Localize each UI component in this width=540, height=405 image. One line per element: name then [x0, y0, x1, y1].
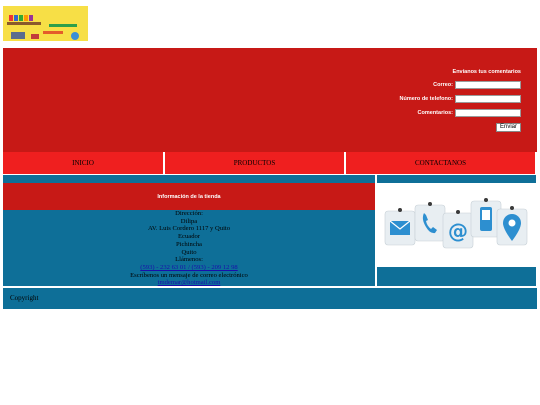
feedback-form-title: Envíanos tus comentarios — [452, 69, 521, 75]
nav-item-productos[interactable]: PRODUCTOS — [165, 152, 344, 174]
phone-field[interactable] — [455, 94, 521, 103]
mobile-phone-icon — [470, 198, 502, 238]
footer: Copyright — [3, 288, 537, 309]
street-address: AV. Luis Cordero 1117 y Quito — [147, 225, 231, 233]
phone-link[interactable]: (593) - 232 63 01 / (593) - 209 12 98 — [140, 263, 238, 271]
country: Ecuador — [178, 233, 200, 241]
comments-label: Comentarios: — [417, 109, 453, 116]
store-info-panel: Información de la tienda Dirección: Dili… — [3, 175, 375, 286]
email-field[interactable] — [455, 80, 521, 89]
email-link[interactable]: tmdemar@hotmail.com — [157, 279, 221, 287]
email-prompt: Escríbenos un mensaje de correo electrón… — [130, 271, 248, 279]
call-label: Llámenos: — [175, 256, 203, 264]
svg-text:@: @ — [448, 219, 468, 243]
email-label: Correo: — [433, 81, 453, 88]
phone-row: Número de telefono: — [400, 94, 521, 103]
city: Quito — [181, 248, 197, 256]
contact-icons-image: @ — [377, 183, 536, 267]
copyright-text: Copyright — [10, 294, 39, 302]
address-label: Dirección: — [175, 210, 203, 217]
phone-icon — [414, 202, 446, 242]
phone-label: Número de telefono: — [399, 95, 453, 102]
envelope-icon — [384, 208, 416, 246]
store-info-header: Información de la tienda — [3, 183, 375, 210]
province: Pichincha — [175, 240, 202, 248]
send-button[interactable]: Enviar — [495, 123, 521, 132]
email-row: Correo: — [433, 80, 521, 89]
nav-item-inicio[interactable]: INICIO — [3, 152, 163, 174]
contact-image-panel: @ — [377, 175, 536, 286]
store-info-text: Dirección: Dilipa AV. Luis Cordero 1117 … — [3, 210, 375, 287]
comments-field[interactable] — [455, 108, 521, 117]
store-logo — [3, 6, 88, 41]
nav-item-contactanos[interactable]: CONTACTANOS — [346, 152, 535, 174]
store-info-title: Información de la tienda — [157, 193, 221, 200]
at-sign-icon: @ — [442, 210, 474, 249]
comments-row: Comentarios: — [418, 108, 521, 117]
store-name: Dilipa — [180, 217, 198, 225]
location-pin-icon — [496, 206, 528, 246]
header-banner: Envíanos tus comentarios Correo: Número … — [3, 48, 537, 152]
